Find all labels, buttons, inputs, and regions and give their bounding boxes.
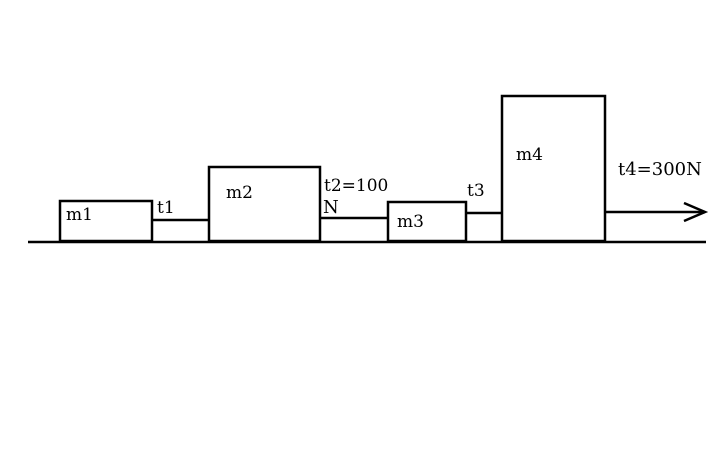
block-m2-label: m2: [226, 183, 253, 203]
block-m3: [386, 200, 468, 243]
block-m4-label: m4: [516, 145, 543, 165]
tension-t4-label: t4=300N: [618, 159, 702, 180]
block-m3-label: m3: [397, 212, 424, 232]
block-m1-label: m1: [66, 205, 93, 225]
tension-t2-label-line2: N: [323, 197, 339, 218]
tension-t3-label: t3: [467, 181, 485, 201]
tension-t2-label-line1: t2=100: [324, 176, 388, 196]
tension-t1-label: t1: [157, 198, 175, 218]
block-m2: [207, 165, 322, 243]
block-m4: [500, 94, 607, 243]
force-t4-arrow-head: [683, 201, 709, 223]
